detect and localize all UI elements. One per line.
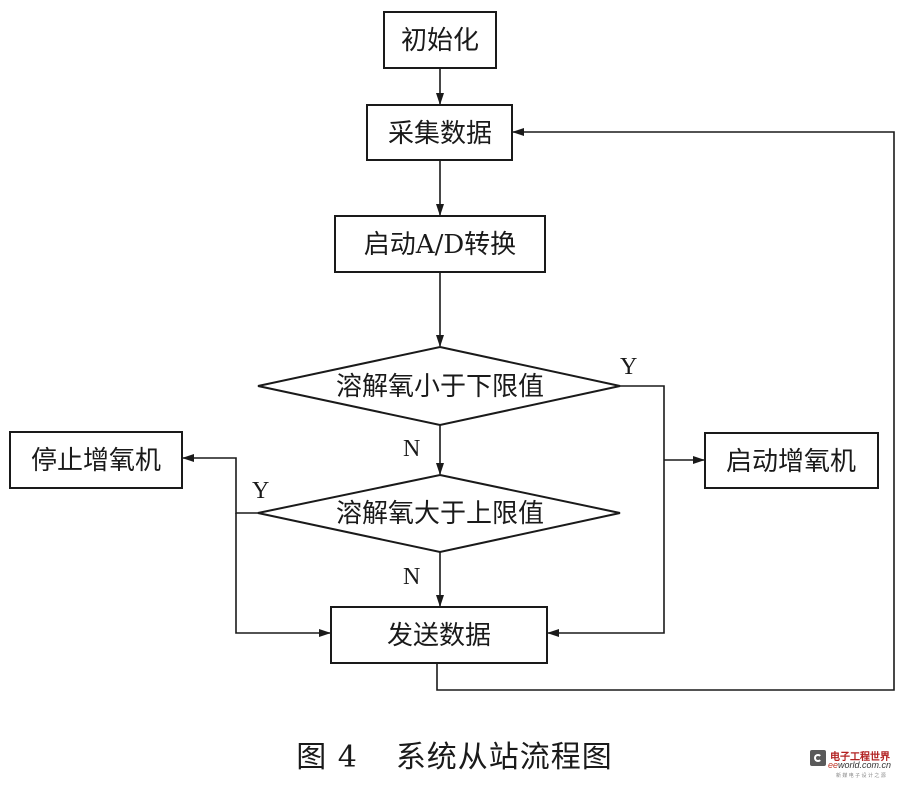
node-send: 发送数据 xyxy=(330,606,548,664)
figure-caption: 图 4 系统从站流程图 xyxy=(0,732,909,776)
node-send-label: 发送数据 xyxy=(387,621,491,651)
node-adc-label: 启动A/D转换 xyxy=(364,230,516,260)
figure-number: 图 4 xyxy=(296,740,358,775)
eeworld-logo-icon xyxy=(810,750,826,766)
label-low-no: N xyxy=(403,436,420,462)
watermark-cn: 电子工程世界 xyxy=(830,752,890,763)
node-start-aerator: 启动增氧机 xyxy=(704,432,879,489)
label-high-no: N xyxy=(403,564,420,590)
node-init-label: 初始化 xyxy=(401,26,479,56)
node-check-low-label: 溶解氧小于下限值 xyxy=(336,372,544,402)
node-collect-label: 采集数据 xyxy=(388,119,492,149)
watermark-sub: 新 媒 电 子 设 计 之 源 xyxy=(836,773,886,779)
label-high-yes: Y xyxy=(252,478,269,504)
edge-check-high-yes-to-stop-aerator xyxy=(182,454,258,514)
node-init: 初始化 xyxy=(383,11,497,69)
node-check-high: 溶解氧大于上限值 xyxy=(257,473,621,554)
node-stop-aerator: 停止增氧机 xyxy=(9,431,183,489)
edge-send-loop-to-collect xyxy=(436,128,895,691)
node-start-aerator-label: 启动增氧机 xyxy=(726,447,856,477)
node-check-low: 溶解氧小于下限值 xyxy=(257,345,621,427)
watermark-en-suffix: world.com.cn xyxy=(838,760,892,770)
edge-check-high-yes-to-send xyxy=(235,513,331,637)
figure-title: 系统从站流程图 xyxy=(395,740,613,775)
node-stop-aerator-label: 停止增氧机 xyxy=(31,446,161,476)
watermark-en-prefix: ee xyxy=(828,760,839,770)
node-check-high-label: 溶解氧大于上限值 xyxy=(336,499,544,529)
watermark-en: eeworld.com.cn xyxy=(828,760,891,770)
eeworld-watermark: 电子工程世界 eeworld.com.cn 新 媒 电 子 设 计 之 源 xyxy=(806,748,906,784)
label-low-yes: Y xyxy=(620,354,637,380)
node-collect: 采集数据 xyxy=(366,104,513,161)
node-adc: 启动A/D转换 xyxy=(334,215,546,273)
edge-check-low-yes-to-send xyxy=(547,385,665,637)
